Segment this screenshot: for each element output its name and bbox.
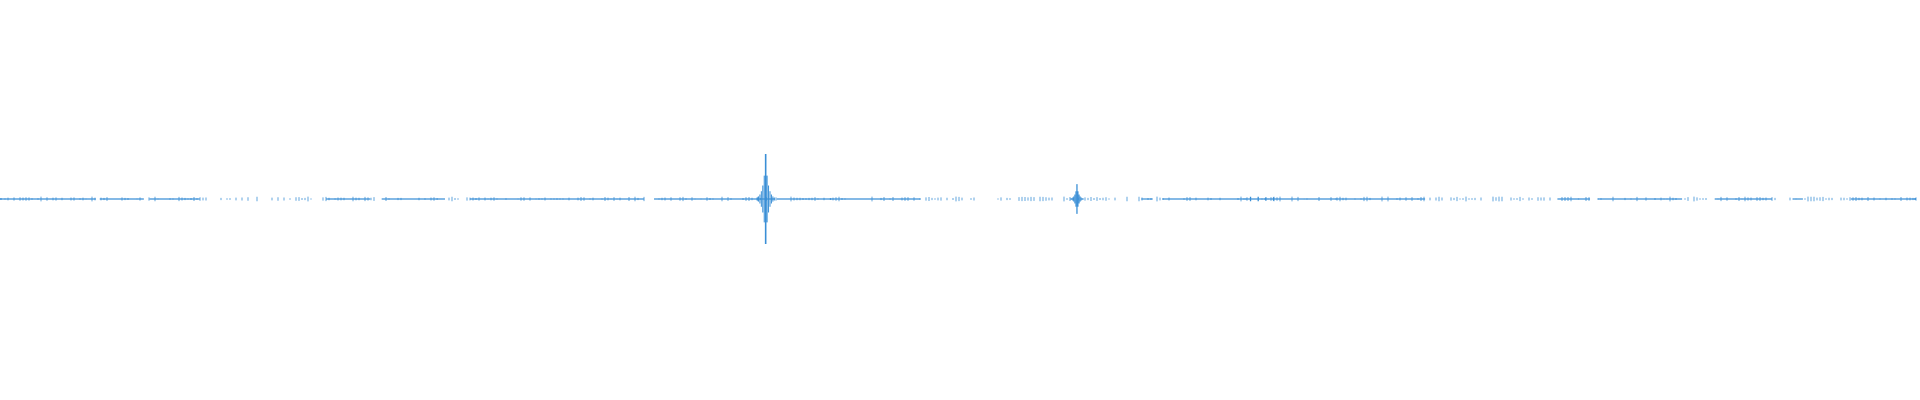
waveform-spike xyxy=(756,154,775,244)
waveform-marks xyxy=(0,154,1917,244)
waveform-spike xyxy=(1070,184,1084,214)
